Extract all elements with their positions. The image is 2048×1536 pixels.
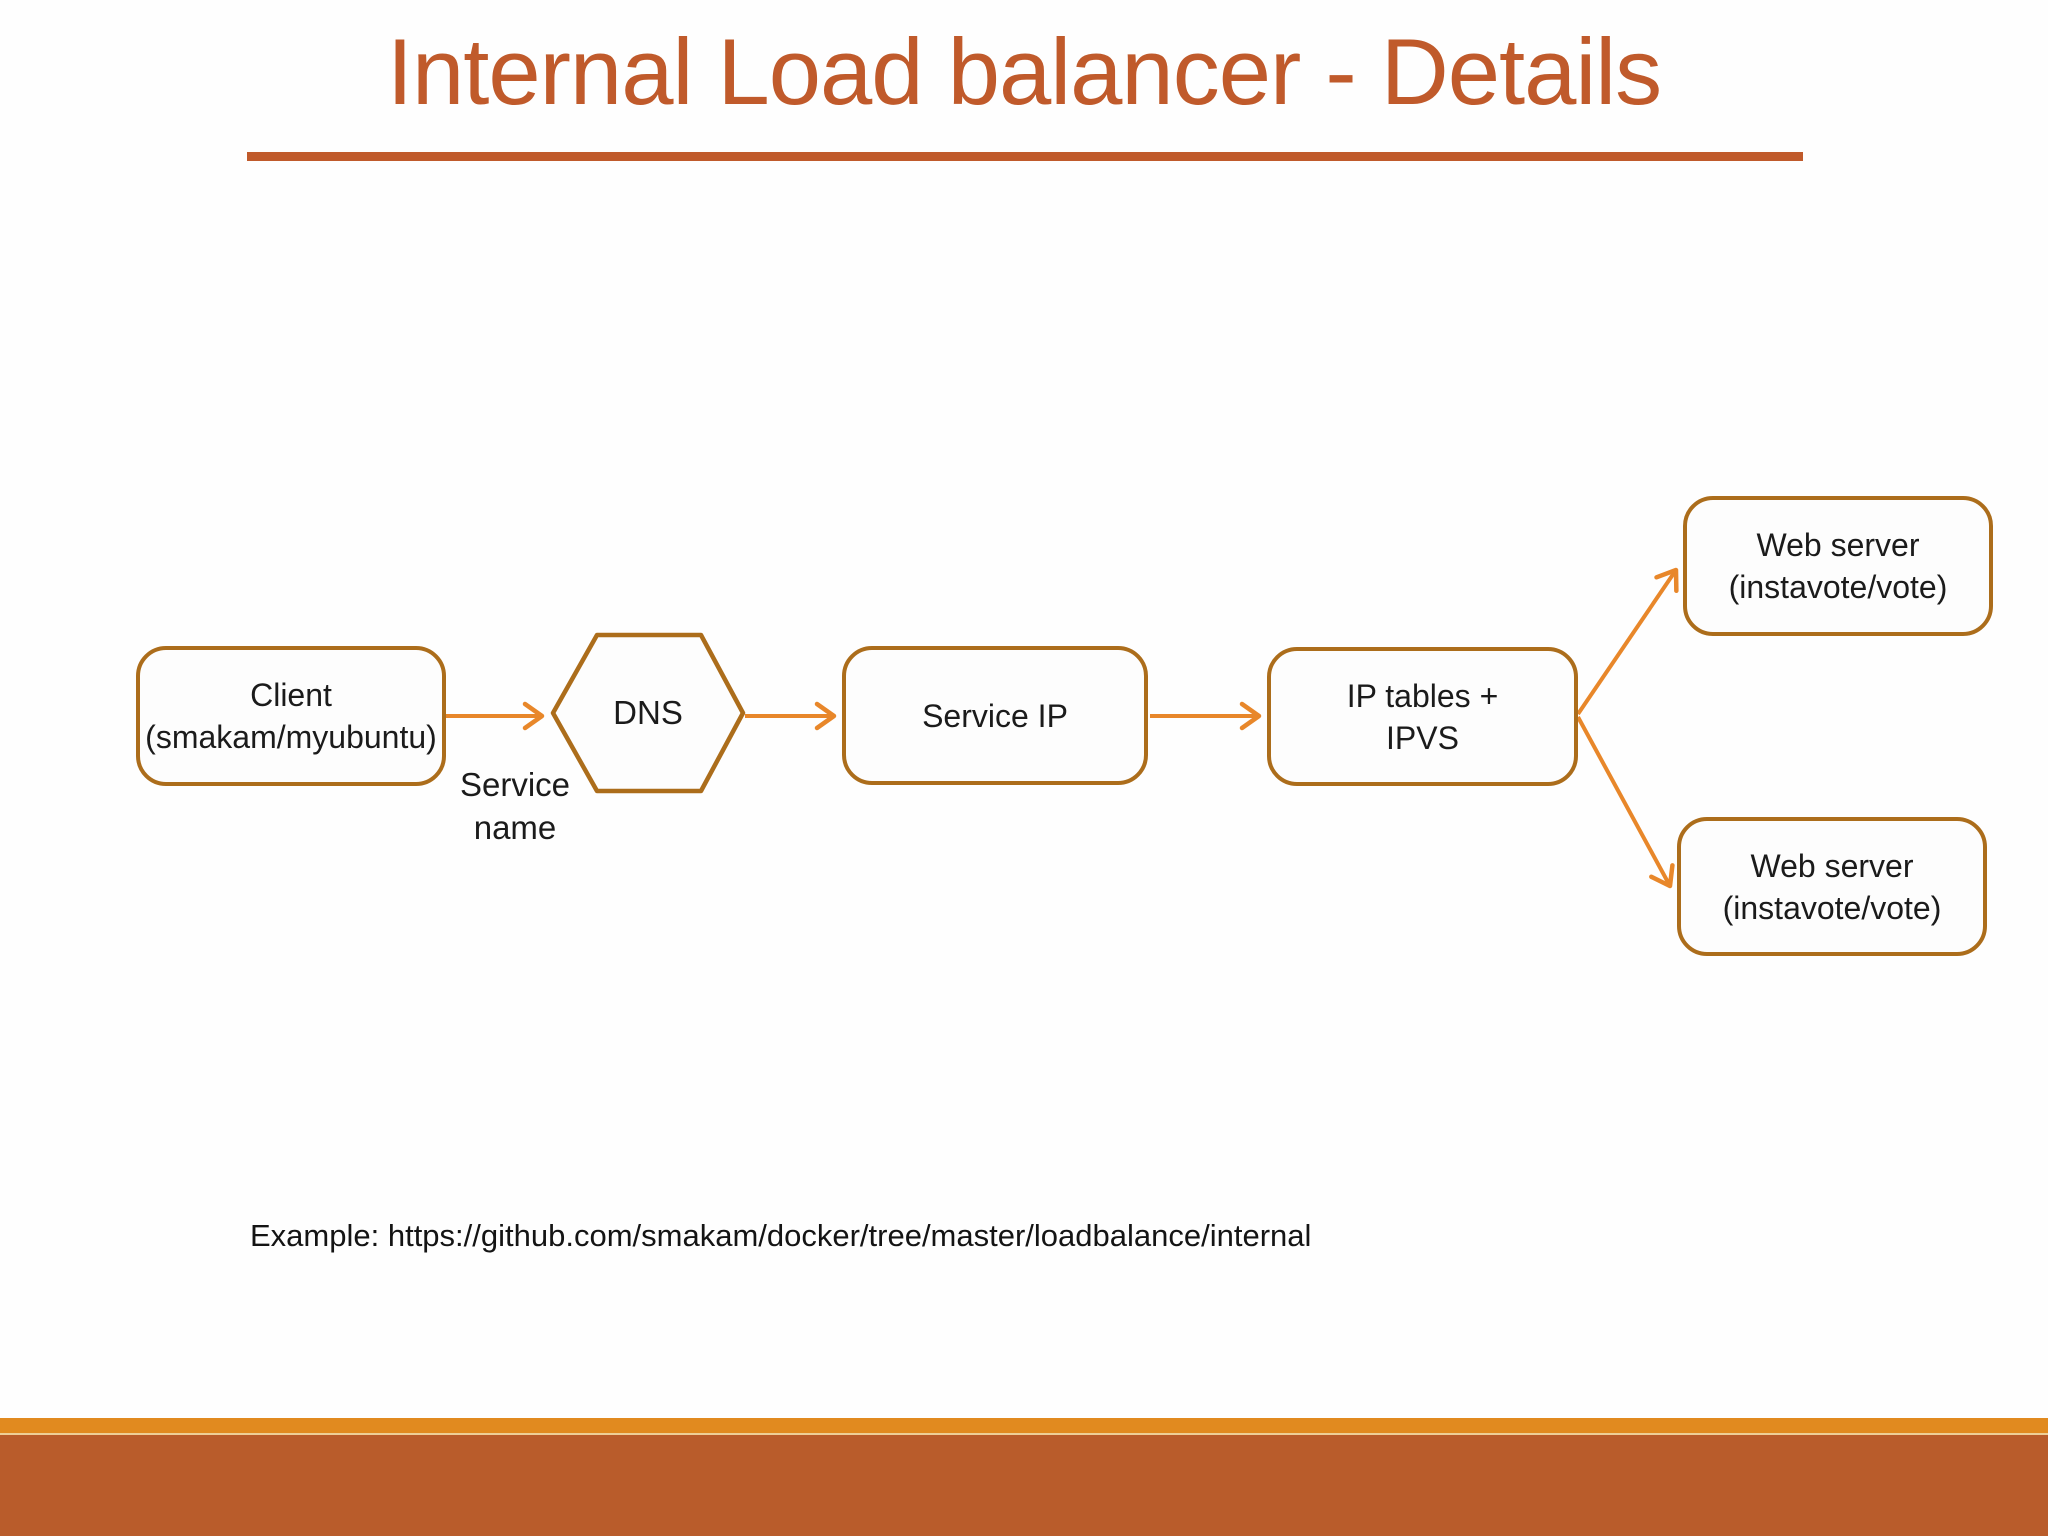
iptables-node-label-line2: IPVS <box>1386 719 1459 756</box>
web-server-top-label-line1: Web server <box>1756 527 1920 563</box>
web-server-top-node: Web server (instavote/vote) <box>1683 496 1993 636</box>
web-server-bottom-node: Web server (instavote/vote) <box>1677 817 1987 956</box>
arrow-iptables-to-webserver-bottom <box>1576 716 1675 889</box>
footer-divider-line <box>0 1433 2048 1435</box>
web-server-bottom-label-line1: Web server <box>1750 847 1914 884</box>
service-name-line2: name <box>473 809 557 846</box>
iptables-node: IP tables + IPVS <box>1267 647 1578 786</box>
web-server-bottom-label-line2: (instavote/vote) <box>1722 889 1942 926</box>
service-ip-node: Service IP <box>842 646 1148 785</box>
service-ip-node-label: Service IP <box>922 697 1068 734</box>
dns-hexagon-shape <box>550 632 746 794</box>
service-name-edge-label: Service name <box>420 763 610 849</box>
arrow-iptables-to-webserver-top <box>1576 567 1679 716</box>
footer-band <box>0 1435 2048 1536</box>
footer-accent-bar <box>0 1418 2048 1433</box>
dns-node-label: DNS <box>613 694 683 731</box>
client-node: Client (smakam/myubuntu) <box>136 646 446 786</box>
client-node-label-line2: (smakam/myubuntu) <box>145 719 437 755</box>
client-node-label-line1: Client <box>250 677 332 713</box>
example-link-text: Example: https://github.com/smakam/docke… <box>250 1218 1312 1253</box>
service-name-line1: Service <box>459 766 571 803</box>
web-server-top-label-line2: (instavote/vote) <box>1728 569 1948 605</box>
iptables-node-label-line1: IP tables + <box>1346 677 1499 714</box>
slide-title: Internal Load balancer - Details <box>386 19 1662 124</box>
title-underline <box>247 152 1803 161</box>
